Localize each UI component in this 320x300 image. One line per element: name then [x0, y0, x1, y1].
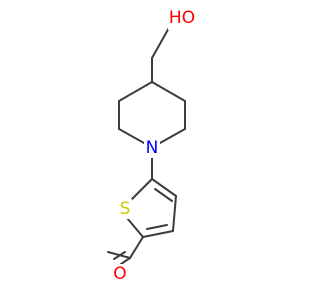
bond-c4-c5 — [151, 178, 177, 197]
bond-c2-cho — [129, 236, 144, 259]
bond-s-c2 — [126, 217, 144, 238]
bond-c4-c3a — [151, 81, 186, 102]
bond-c4-c5-double — [154, 188, 173, 202]
aldehyde-oxygen-label: O — [113, 264, 126, 284]
bond-cho-o-a — [120, 257, 131, 265]
molecule-canvas: HO N S O — [107, 6, 196, 284]
bond-c5-s — [130, 178, 153, 201]
structure-diagram: HO N S O — [107, 6, 196, 284]
sulfur-label-background — [118, 199, 132, 219]
bond-cho-h — [107, 251, 131, 259]
bond-n-c2b — [118, 128, 145, 144]
hydroxyl-label-background — [168, 6, 196, 30]
bond-c2a-n — [159, 128, 186, 144]
hydroxyl-oxygen-label: HO — [169, 8, 195, 28]
bond-c3-c4 — [172, 195, 177, 232]
bond-layer — [107, 25, 186, 265]
aldehyde-oxygen-label-background — [112, 264, 128, 284]
bond-oh-ch2 — [151, 25, 171, 59]
sulfur-label: S — [120, 199, 131, 219]
bond-c2-c3 — [142, 230, 174, 238]
nitrogen-label-background — [144, 138, 160, 158]
bond-c3b-c4 — [118, 81, 153, 102]
atom-label-layer: HO N S O — [112, 6, 196, 284]
bond-c2-c3-double — [146, 224, 168, 230]
nitrogen-label: N — [146, 138, 159, 158]
